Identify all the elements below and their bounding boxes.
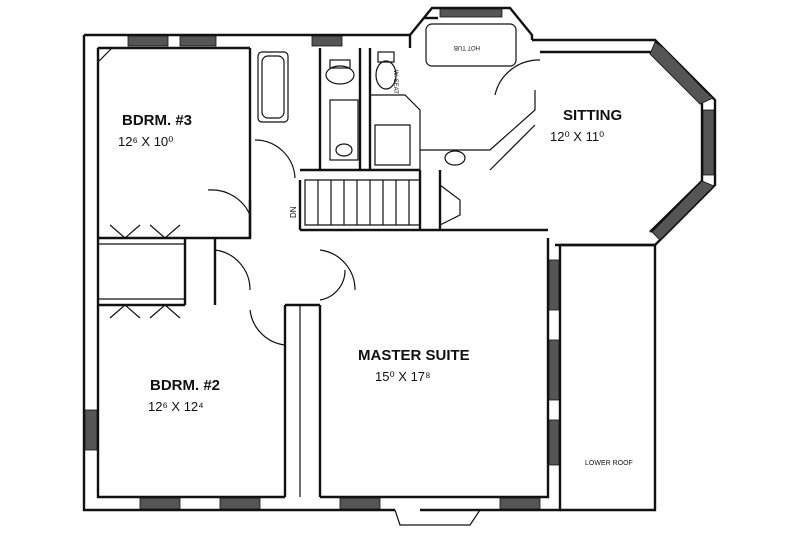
room-name-sitting: SITTING: [563, 107, 622, 124]
staircase: DN: [289, 179, 421, 226]
room-name-master: MASTER SUITE: [358, 347, 470, 364]
room-labels: BDRM. #3 12⁶ X 10⁰ SITTING 12⁰ X 11⁰ MAS…: [118, 44, 633, 467]
room-dims-bdrm2: 12⁶ X 12⁴: [148, 399, 204, 414]
corner-shelf: [97, 47, 114, 64]
room-dims-master: 15⁰ X 17⁸: [375, 369, 431, 384]
fixtures: [257, 23, 517, 166]
room-name-bdrm2: BDRM. #2: [150, 377, 220, 394]
interior-walls: [98, 35, 548, 497]
lower-roof-label: LOWER ROOF: [585, 460, 633, 467]
room-name-bdrm3: BDRM. #3: [122, 112, 192, 129]
doors: [109, 59, 541, 346]
window-seat-label: W. SEAT: [392, 70, 398, 94]
windows: [84, 8, 715, 510]
room-dims-sitting: 12⁰ X 11⁰: [550, 129, 604, 144]
stair-label: DN: [289, 206, 298, 218]
room-dims-bdrm3: 12⁶ X 10⁰: [118, 134, 173, 149]
exterior-walls: [82, 6, 717, 526]
hot-tub-label: HOT TUB: [454, 44, 480, 50]
